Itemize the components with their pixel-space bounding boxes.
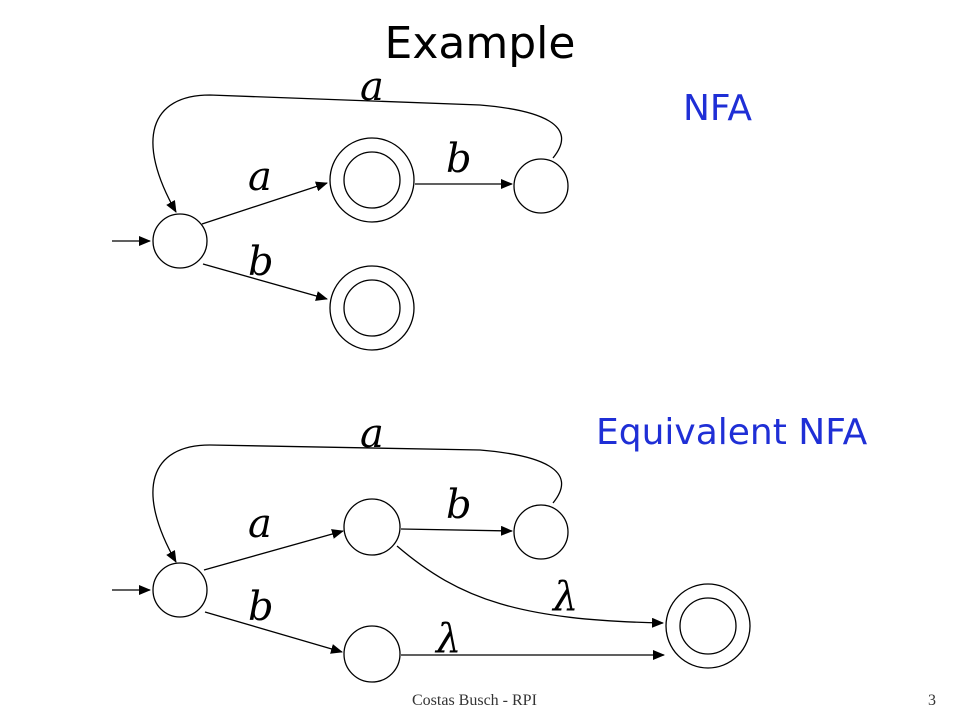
nfa-heading: NFA	[683, 88, 752, 129]
footer-author: Costas Busch - RPI	[412, 692, 537, 709]
state	[513, 158, 569, 214]
edge-loop-back-a	[152, 94, 563, 213]
initial-state	[152, 562, 208, 618]
initial-state	[152, 213, 208, 269]
state	[343, 498, 401, 556]
accept-state-inner-ring	[343, 279, 401, 337]
edge-label: b	[446, 136, 472, 182]
edge-label: a	[248, 501, 272, 547]
edge-label: a	[248, 154, 272, 200]
edge-initial-to-accept-b	[202, 263, 328, 301]
edge-label: a	[360, 411, 384, 457]
edge-state-to-state-b	[400, 525, 513, 536]
accept-state-inner-ring	[343, 151, 401, 209]
equivalent-nfa-diagram: a a b b λ λ	[112, 411, 751, 683]
edge-initial-to-state-b	[204, 611, 343, 654]
edge-loop-back-a	[152, 444, 563, 563]
edge-label: a	[360, 64, 384, 110]
equivalent-nfa-heading: Equivalent NFA	[596, 412, 868, 453]
accept-state-inner-ring	[679, 597, 737, 655]
edge-label: b	[248, 584, 274, 630]
nfa-diagram: a a b b	[112, 64, 569, 351]
slide-title: Example	[384, 18, 576, 69]
edge-state-to-accept-lambda	[396, 545, 664, 628]
edge-label: λ	[434, 616, 461, 662]
edge-initial-to-state-a	[203, 529, 344, 571]
edge-initial-to-accept-a	[201, 181, 328, 225]
edge-label: b	[248, 239, 274, 285]
edge-label: λ	[551, 574, 578, 620]
page-number: 3	[928, 692, 936, 709]
state	[513, 504, 569, 560]
state	[343, 625, 401, 683]
edge-label: b	[446, 482, 472, 528]
